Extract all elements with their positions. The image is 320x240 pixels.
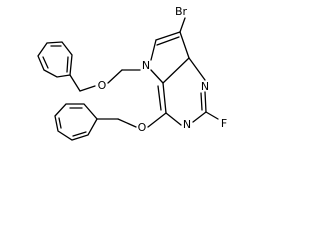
bond	[165, 112, 182, 126]
bond	[162, 82, 167, 114]
benzene-ring	[37, 41, 73, 78]
bond	[117, 118, 137, 128]
bond	[150, 69, 164, 84]
oxygen-aryloxy-label: O	[138, 121, 147, 134]
bond	[179, 17, 186, 33]
bond	[162, 57, 190, 84]
bond	[107, 69, 123, 84]
bond	[188, 57, 206, 81]
benzyloxymethyl-group	[37, 41, 141, 92]
benzene-ring	[54, 103, 98, 141]
chemical-structure: Br N N N F O O	[37, 5, 227, 141]
bond	[192, 111, 207, 123]
bromine-label: Br	[175, 5, 188, 18]
bond	[150, 39, 157, 61]
bond	[72, 131, 87, 137]
bond	[204, 91, 207, 113]
bond	[42, 56, 49, 69]
bond	[179, 31, 190, 59]
bond	[205, 111, 219, 120]
bond	[66, 56, 69, 73]
bond	[157, 85, 162, 111]
bond	[155, 31, 181, 41]
nitrogen-top-label: N	[201, 80, 209, 93]
nitrogen-bottom-label: N	[183, 118, 191, 131]
fluorine-label: F	[221, 117, 227, 130]
oxygen-ether-label: O	[98, 79, 107, 92]
nitrogen-pyrrole-label: N	[142, 59, 150, 72]
bond	[156, 36, 180, 46]
bond	[147, 112, 167, 128]
bond	[69, 74, 81, 92]
bond	[200, 92, 203, 111]
bond	[79, 85, 96, 92]
benzyloxy-group	[54, 103, 137, 141]
bond	[58, 117, 62, 129]
bicyclic-core	[147, 17, 219, 128]
